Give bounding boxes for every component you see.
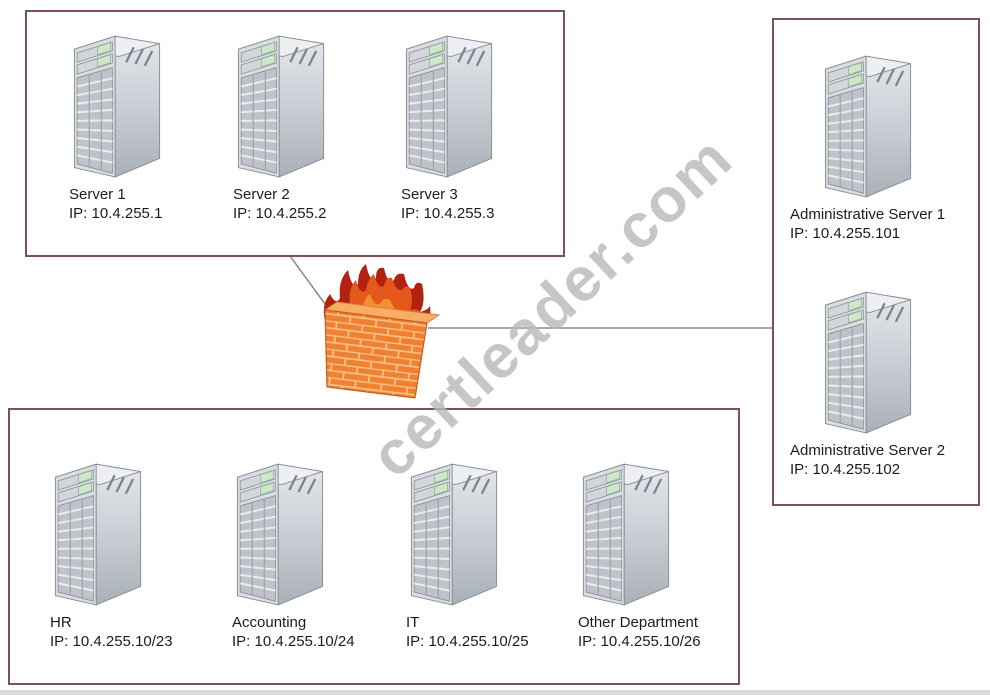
server-name: HR (50, 614, 72, 631)
server-1: Server 1 IP: 10.4.255.1 (65, 22, 235, 223)
server-2: Server 2 IP: 10.4.255.2 (229, 22, 399, 223)
server-tower-icon (230, 450, 330, 608)
administrative-server-2: Administrative Server 2 IP: 10.4.255.102 (786, 278, 956, 479)
server-name: Accounting (232, 614, 307, 631)
server-ip: IP: 10.4.255.10/23 (50, 633, 173, 650)
server-name: Server 3 (401, 186, 458, 203)
server-ip: IP: 10.4.255.101 (790, 225, 901, 242)
server-tower-icon (818, 278, 918, 436)
server-ip: IP: 10.4.255.2 (233, 205, 327, 222)
server-tower-icon (67, 22, 167, 180)
administrative-server-group-box: Administrative Server 1 IP: 10.4.255.101… (772, 18, 980, 506)
server-tower-icon (576, 450, 676, 608)
server-name: Server 2 (233, 186, 290, 203)
image-edge-strip (0, 690, 990, 695)
server-group-box: Server 1 IP: 10.4.255.1 Server 2 IP: 10.… (25, 10, 565, 257)
server-tower-icon (399, 22, 499, 180)
server-accounting: Accounting IP: 10.4.255.10/24 (228, 450, 398, 651)
server-name: Administrative Server 1 (790, 206, 946, 223)
server-hr: HR IP: 10.4.255.10/23 (46, 450, 216, 651)
server-tower-icon (231, 22, 331, 180)
server-ip: IP: 10.4.255.3 (401, 205, 495, 222)
firewall-icon (312, 262, 442, 402)
server-ip: IP: 10.4.255.10/24 (232, 633, 355, 650)
firewall-brick-flame-icon (312, 262, 442, 402)
administrative-server-1: Administrative Server 1 IP: 10.4.255.101 (786, 42, 956, 243)
server-3: Server 3 IP: 10.4.255.3 (397, 22, 567, 223)
server-tower-icon (404, 450, 504, 608)
server-ip: IP: 10.4.255.10/25 (406, 633, 529, 650)
server-name: IT (406, 614, 420, 631)
server-ip: IP: 10.4.255.1 (69, 205, 163, 222)
server-tower-icon (48, 450, 148, 608)
server-ip: IP: 10.4.255.102 (790, 461, 901, 478)
server-it: IT IP: 10.4.255.10/25 (402, 450, 572, 651)
server-name: Other Department (578, 614, 699, 631)
server-name: Administrative Server 2 (790, 442, 946, 459)
server-tower-icon (818, 42, 918, 200)
server-ip: IP: 10.4.255.10/26 (578, 633, 701, 650)
department-group-box: HR IP: 10.4.255.10/23 Accounting IP: 10.… (8, 408, 740, 685)
server-other-department: Other Department IP: 10.4.255.10/26 (574, 450, 744, 651)
server-name: Server 1 (69, 186, 126, 203)
